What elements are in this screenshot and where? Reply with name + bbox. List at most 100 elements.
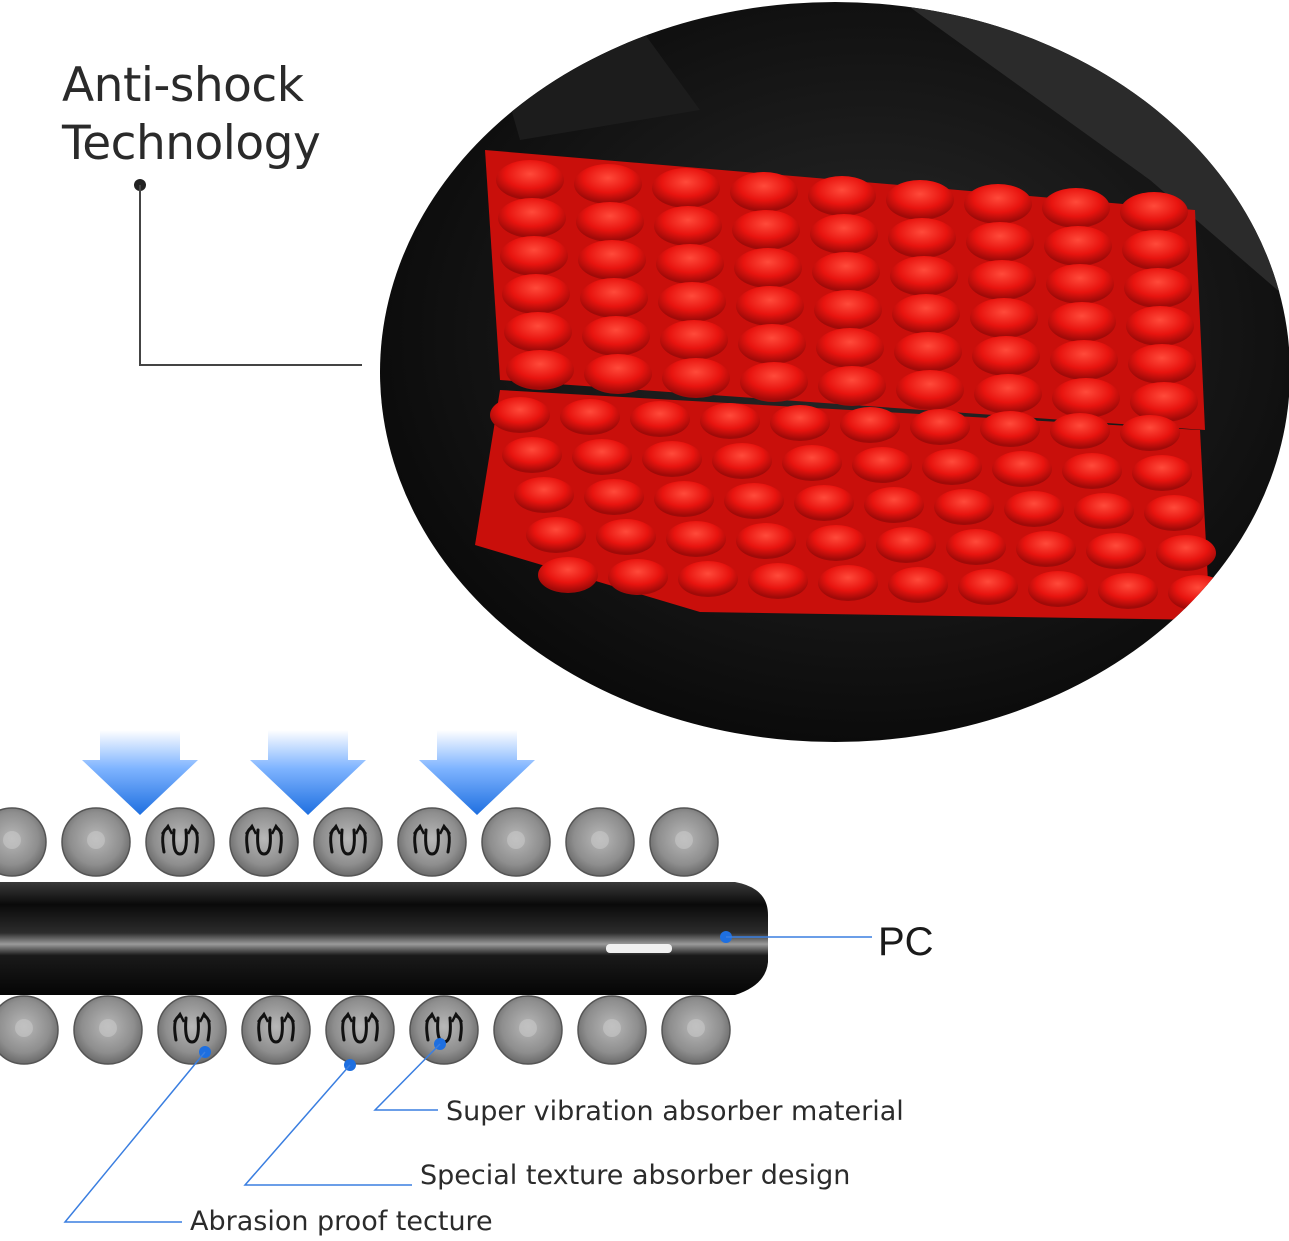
absorber-ball bbox=[409, 995, 479, 1065]
bag-interior-photo bbox=[380, 2, 1289, 742]
red-bump bbox=[814, 290, 882, 330]
red-bump bbox=[1098, 573, 1158, 609]
red-bump bbox=[1004, 491, 1064, 527]
rebound-arrows-icon bbox=[257, 1011, 295, 1044]
red-bump bbox=[1126, 306, 1194, 346]
red-bump bbox=[576, 202, 644, 242]
red-bump bbox=[876, 527, 936, 563]
rebound-arrows-icon bbox=[245, 823, 283, 856]
red-bump bbox=[968, 260, 1036, 300]
absorber-ball bbox=[313, 807, 383, 877]
down-arrow-icon bbox=[82, 730, 198, 815]
red-bump bbox=[578, 240, 646, 280]
red-bump bbox=[654, 206, 722, 246]
red-bump bbox=[736, 523, 796, 559]
red-bump bbox=[966, 222, 1034, 262]
red-bump bbox=[730, 172, 798, 212]
red-bump bbox=[888, 218, 956, 258]
red-bump bbox=[958, 569, 1018, 605]
red-bump bbox=[852, 447, 912, 483]
red-bump bbox=[574, 164, 642, 204]
red-bump bbox=[806, 525, 866, 561]
red-bump bbox=[1042, 188, 1110, 228]
red-bump bbox=[1028, 571, 1088, 607]
rebound-arrows-icon bbox=[413, 823, 451, 856]
title-line-1: Anti-shock bbox=[62, 58, 304, 113]
red-bump bbox=[654, 481, 714, 517]
red-bump bbox=[1016, 531, 1076, 567]
pc-slab bbox=[0, 882, 768, 995]
red-bump bbox=[922, 449, 982, 485]
red-bump bbox=[712, 443, 772, 479]
rebound-arrows-icon bbox=[425, 1011, 463, 1044]
red-bump bbox=[892, 294, 960, 334]
red-bump bbox=[502, 437, 562, 473]
red-bump bbox=[1050, 413, 1110, 449]
red-bump bbox=[738, 324, 806, 364]
label-special-texture: Special texture absorber design bbox=[420, 1160, 851, 1191]
red-bump bbox=[572, 439, 632, 475]
red-bump bbox=[538, 557, 598, 593]
red-bump bbox=[740, 362, 808, 402]
red-bump bbox=[818, 565, 878, 601]
red-bump bbox=[972, 336, 1040, 376]
red-bump bbox=[1086, 533, 1146, 569]
red-bump bbox=[1044, 226, 1112, 266]
red-bump bbox=[506, 350, 574, 390]
red-bump bbox=[964, 184, 1032, 224]
red-bump bbox=[840, 407, 900, 443]
red-bump bbox=[560, 399, 620, 435]
red-bump bbox=[1052, 378, 1120, 418]
red-bump bbox=[514, 477, 574, 513]
red-bump bbox=[656, 244, 724, 284]
red-bump bbox=[864, 487, 924, 523]
red-bump bbox=[666, 521, 726, 557]
red-bump bbox=[608, 559, 668, 595]
red-bump bbox=[504, 312, 572, 352]
absorber-balls-bottom bbox=[0, 995, 731, 1065]
down-arrow-icon bbox=[419, 730, 535, 815]
absorber-ball bbox=[229, 807, 299, 877]
red-bump bbox=[630, 401, 690, 437]
red-bump bbox=[818, 366, 886, 406]
red-bump bbox=[894, 332, 962, 372]
red-bump bbox=[1168, 575, 1228, 611]
label-super-vibration: Super vibration absorber material bbox=[446, 1096, 904, 1127]
red-bump bbox=[660, 320, 728, 360]
red-bump bbox=[652, 168, 720, 208]
red-bump bbox=[1048, 302, 1116, 342]
red-bump bbox=[812, 252, 880, 292]
absorber-ball bbox=[397, 807, 467, 877]
red-bump bbox=[734, 248, 802, 288]
red-bump bbox=[808, 176, 876, 216]
red-bump bbox=[490, 397, 550, 433]
red-bump bbox=[748, 563, 808, 599]
red-bump bbox=[736, 286, 804, 326]
red-bump bbox=[496, 160, 564, 200]
red-bump bbox=[584, 354, 652, 394]
red-bump bbox=[1132, 455, 1192, 491]
absorber-ball bbox=[145, 807, 215, 877]
red-bump bbox=[1120, 415, 1180, 451]
red-bump bbox=[580, 278, 648, 318]
red-bump bbox=[724, 483, 784, 519]
red-bump bbox=[596, 519, 656, 555]
callouts bbox=[63, 931, 872, 1223]
red-bump bbox=[498, 198, 566, 238]
red-bump bbox=[992, 451, 1052, 487]
red-bump bbox=[970, 298, 1038, 338]
title-line-2: Technology bbox=[62, 116, 321, 171]
red-bump bbox=[794, 485, 854, 521]
red-bump bbox=[1124, 268, 1192, 308]
red-bump bbox=[658, 282, 726, 322]
label-abrasion: Abrasion proof tecture bbox=[190, 1206, 493, 1237]
red-bump bbox=[584, 479, 644, 515]
red-bump bbox=[1050, 340, 1118, 380]
absorber-balls-top bbox=[0, 807, 719, 877]
absorber-ball bbox=[157, 995, 227, 1065]
red-bump bbox=[1074, 493, 1134, 529]
label-pc: PC bbox=[878, 920, 934, 964]
red-bump bbox=[934, 489, 994, 525]
red-bump bbox=[642, 441, 702, 477]
red-bump bbox=[770, 405, 830, 441]
